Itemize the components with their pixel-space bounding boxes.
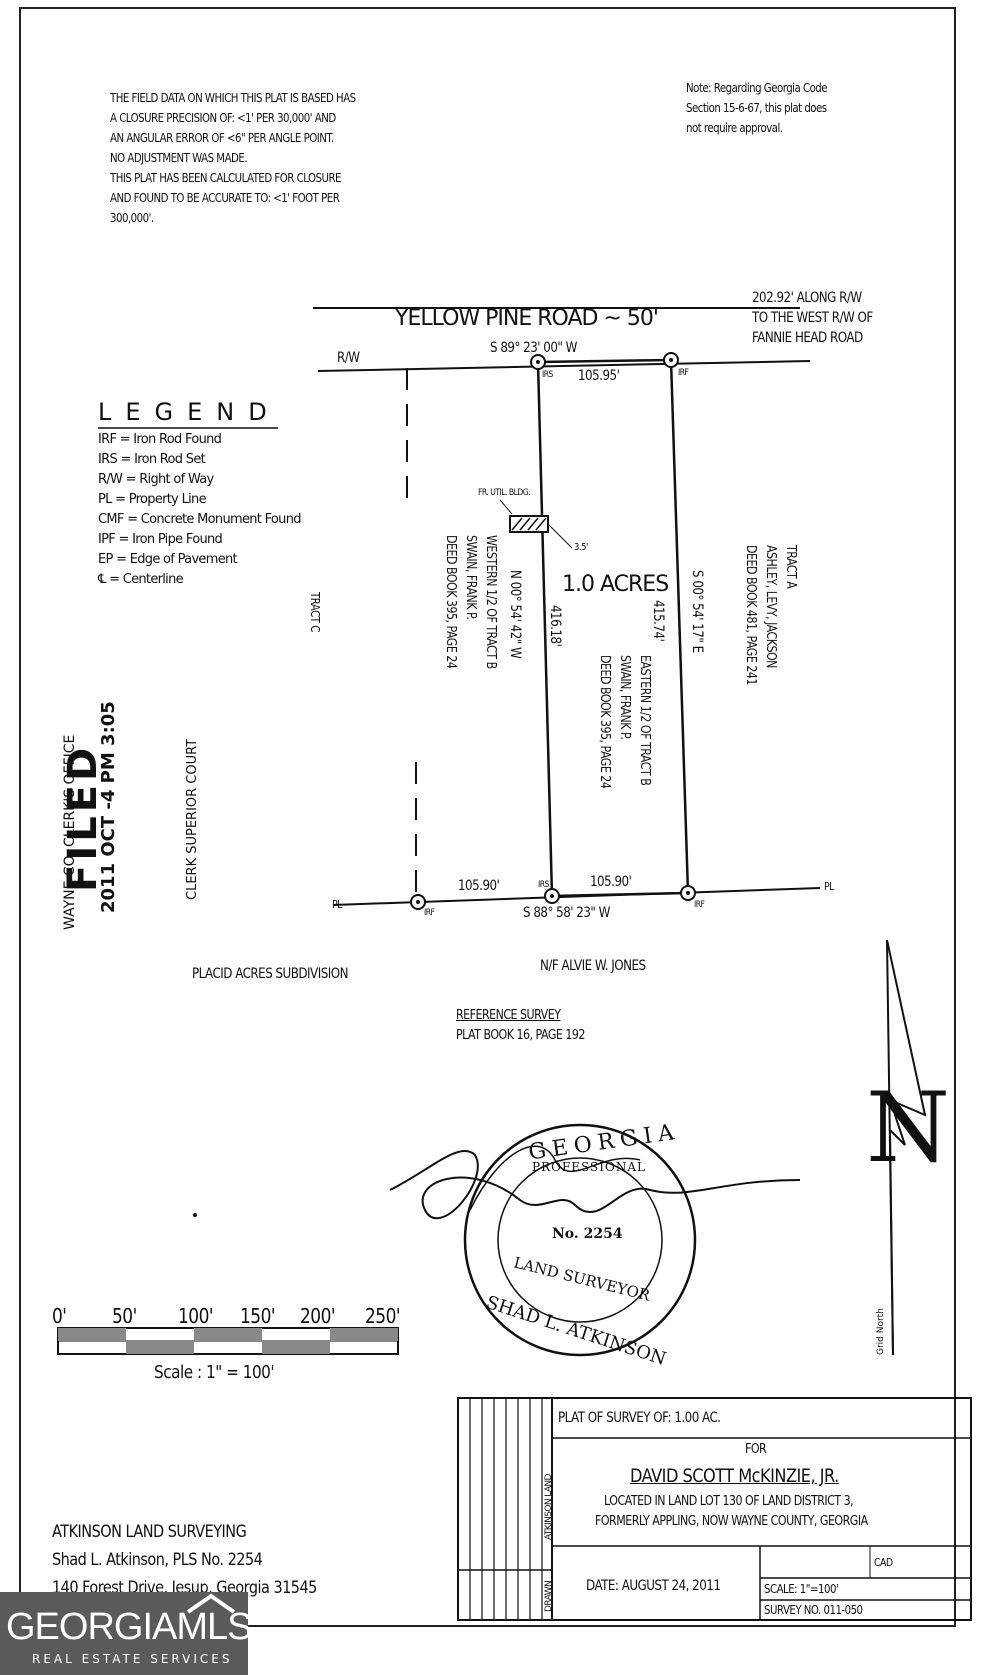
tract-line: DEED BOOK 395, PAGE 24 (443, 535, 458, 669)
south-bearing: S 88° 58' 23" W (523, 905, 610, 921)
north-arrow-letter: N (866, 1072, 950, 1184)
survey-date: DATE: AUGUST 24, 2011 (586, 1578, 721, 1594)
pl-right: PL (824, 880, 834, 893)
east-bearing: S 00° 54' 17" E (689, 570, 705, 653)
roof-icon (186, 1593, 236, 1614)
tract-line: ASHLEY, LEVY, JACKSON (763, 545, 778, 668)
survey-number: SURVEY NO. 011-050 (764, 1603, 863, 1617)
tract-line: DEED BOOK 481, PAGE 241 (743, 545, 758, 685)
west-bearing: N 00° 54' 42" W (507, 570, 523, 659)
subdivision-label: PLACID ACRES SUBDIVISION (192, 966, 348, 982)
building-offset: 3.5' (574, 542, 588, 553)
legend-title: LEGEND (98, 398, 281, 426)
legend-list: IRF = Iron Rod Found IRS = Iron Rod Set … (98, 430, 302, 590)
pl-left: PL (332, 898, 342, 911)
tract-line: SWAIN, FRANK P. (463, 535, 478, 620)
location-line-1: LOCATED IN LAND LOT 130 OF LAND DISTRICT… (604, 1494, 854, 1509)
building-label: FR. UTIL. BLDG. (478, 488, 531, 498)
surveyor-firm: ATKINSON LAND SURVEYING (52, 1522, 247, 1542)
tract-c-label: TRACT C (308, 592, 322, 632)
south-right-distance: 105.90' (590, 874, 632, 890)
note-line: TO THE WEST R/W OF (752, 310, 873, 326)
tract-line: SWAIN, FRANK P. (617, 655, 632, 740)
note-line: FANNIE HEAD ROAD (752, 330, 863, 346)
irf-marker-se: IRF (694, 900, 705, 910)
tract-line: WESTERN 1/2 OF TRACT B (483, 535, 498, 669)
irf-marker-w: IRF (424, 908, 435, 918)
seal-professional: PROFESSIONAL (532, 1160, 646, 1174)
filed-office: WAYNE CO. CLERK'S OFFICE (62, 734, 78, 930)
reference-detail: PLAT BOOK 16, PAGE 192 (456, 1028, 585, 1043)
note-line: THIS PLAT HAS BEEN CALCULATED FOR CLOSUR… (110, 171, 341, 185)
filed-date: 2011 OCT -4 PM 3:05 (98, 701, 119, 913)
client-name: DAVID SCOTT McKINZIE, JR. (630, 1465, 839, 1487)
drawn-label: DRAWN (544, 1580, 554, 1612)
south-owner: N/F ALVIE W. JONES (540, 958, 646, 974)
west-distance: 416.18' (547, 605, 563, 647)
along-note: 202.92' ALONG R/W TO THE WEST R/W OF FAN… (752, 288, 873, 348)
note-line: 202.92' ALONG R/W (752, 290, 862, 306)
legend-item: PL = Property Line (98, 492, 207, 507)
for-label: FOR (745, 1442, 767, 1457)
parcel-area: 1.0 ACRES (562, 572, 669, 597)
legend-item: R/W = Right of Way (98, 472, 214, 487)
scale-tick: 200' (300, 1304, 336, 1328)
seal-number: No. 2254 (552, 1226, 623, 1242)
north-bearing: S 89° 23' 00" W (490, 340, 577, 356)
filed-court: CLERK SUPERIOR COURT (185, 738, 200, 900)
note-line: AN ANGULAR ERROR OF <6" PER ANGLE POINT. (110, 131, 334, 145)
scale-tick: 150' (240, 1304, 276, 1328)
scale-tick: 0' (52, 1304, 67, 1328)
legend-item: IPF = Iron Pipe Found (98, 532, 223, 547)
note-line: not require approval. (686, 121, 783, 135)
note-line: AND FOUND TO BE ACCURATE TO: <1' FOOT PE… (110, 191, 340, 205)
georgiamls-logo: GEORGIAMLS REAL ESTATE SERVICES (0, 1592, 252, 1675)
note-line: Note: Regarding Georgia Code (686, 81, 828, 95)
road-name: YELLOW PINE ROAD ~ 50' (395, 306, 659, 331)
scale-tick: 250' (365, 1304, 401, 1328)
note-line: A CLOSURE PRECISION OF: <1' PER 30,000' … (110, 111, 336, 125)
scale-caption: Scale : 1" = 100' (154, 1362, 275, 1383)
legend-item: ℄ = Centerline (98, 572, 184, 587)
mls-brand: GEORGIAMLS (6, 1606, 252, 1648)
tract-line: EASTERN 1/2 OF TRACT B (637, 655, 652, 786)
location-line-2: FORMERLY APPLING, NOW WAYNE COUNTY, GEOR… (595, 1514, 868, 1529)
plat-of-survey: PLAT OF SURVEY OF: 1.00 AC. (558, 1410, 721, 1426)
legend-item: EP = Edge of Pavement (98, 552, 238, 567)
irf-marker-ne: IRF (678, 368, 689, 378)
mls-tagline: REAL ESTATE SERVICES (32, 1652, 233, 1666)
legend-item: IRF = Iron Rod Found (98, 432, 222, 447)
note-line: NO ADJUSTMENT WAS MADE. (110, 151, 248, 165)
scale-tick: 50' (112, 1304, 137, 1328)
irs-marker-sw: IRS (538, 880, 549, 890)
irs-marker-ne: IRS (542, 370, 553, 380)
note-line: Section 15-6-67, this plat does (686, 101, 827, 115)
rw-label: R/W (337, 350, 360, 366)
code-note: Note: Regarding Georgia Code Section 15-… (686, 78, 828, 138)
east-adjoiner: TRACT A ASHLEY, LEVY, JACKSON DEED BOOK … (740, 545, 800, 685)
tract-line: DEED BOOK 395, PAGE 24 (597, 655, 612, 789)
inside-tract: EASTERN 1/2 OF TRACT B SWAIN, FRANK P. D… (594, 655, 654, 788)
note-line: 300,000'. (110, 211, 154, 225)
title-scale: SCALE: 1"=100' (764, 1582, 839, 1596)
legend-item: IRS = Iron Rod Set (98, 452, 206, 467)
tract-line: TRACT A (783, 545, 798, 589)
reference-title: REFERENCE SURVEY (456, 1008, 561, 1023)
legend-item: CMF = Concrete Monument Found (98, 512, 302, 527)
east-distance: 415.74' (650, 600, 666, 642)
north-arrow-caption: Grid North (876, 1308, 886, 1355)
north-distance: 105.95' (578, 368, 620, 384)
note-line: THE FIELD DATA ON WHICH THIS PLAT IS BAS… (110, 91, 356, 105)
title-side-label: ATKINSON LAND (544, 1474, 554, 1540)
scale-tick: 100' (178, 1304, 214, 1328)
west-adjoiner: WESTERN 1/2 OF TRACT B SWAIN, FRANK P. D… (440, 535, 500, 669)
south-left-distance: 105.90' (458, 878, 500, 894)
surveyor-name: Shad L. Atkinson, PLS No. 2254 (52, 1550, 263, 1570)
cad-label: CAD (874, 1556, 893, 1569)
closure-notes: THE FIELD DATA ON WHICH THIS PLAT IS BAS… (110, 88, 356, 228)
